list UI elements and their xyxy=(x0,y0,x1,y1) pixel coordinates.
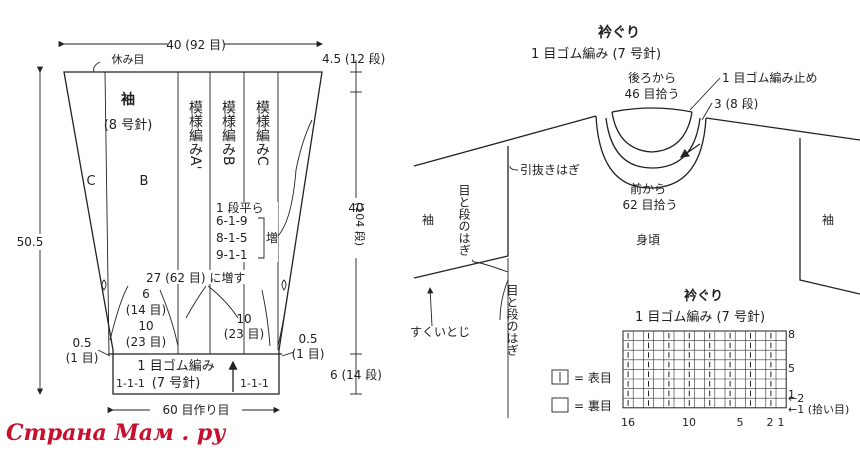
sleeve-height-mid: 40 xyxy=(348,201,363,215)
sleeve-title: 袖 xyxy=(121,91,135,108)
neck-top xyxy=(611,107,693,113)
right-sleeve-seam xyxy=(799,138,860,295)
left-sleeve-seam xyxy=(413,146,509,279)
shaping-row-2: 8-1-5 xyxy=(216,231,248,245)
left-6: 6 xyxy=(142,287,150,301)
edge-right-05: 0.5 xyxy=(298,332,317,346)
col-label-5: 5 xyxy=(737,416,744,429)
cuff-rib: 1 目ゴム編み xyxy=(137,358,214,374)
bind-off-leader xyxy=(689,77,721,111)
column-c-label: C xyxy=(86,174,95,189)
increase-total: 27 (62 目) に増す xyxy=(146,271,245,285)
edge-left-1: (1 目) xyxy=(66,351,99,365)
pattern-b-label: 模様編みB xyxy=(220,100,236,166)
front-pick: 62 目拾う xyxy=(622,197,677,212)
row-label-1: 1 xyxy=(788,388,795,401)
cast-on-label: 60 目作り目 xyxy=(162,403,229,417)
right-23: (23 目) xyxy=(224,327,264,341)
neck-rib: 1 目ゴム編み (7 号針) xyxy=(531,46,661,62)
edge-left-05: 0.5 xyxy=(72,336,91,350)
row-label-5: 5 xyxy=(788,362,795,375)
legend-knit: = 表目 xyxy=(574,371,612,385)
front-from: 前から xyxy=(630,181,666,196)
shaping-head: 1 段平ら xyxy=(216,200,263,215)
seam-mark-left xyxy=(101,279,107,291)
col-label-16: 16 xyxy=(621,416,635,429)
sleeve-height-mid-rows: (104 段) xyxy=(353,202,367,246)
sleeve-outline xyxy=(63,71,323,395)
neck-inner xyxy=(611,111,693,153)
sleeve-rows-top: 4.5 (12 段) xyxy=(322,51,385,66)
rib-chart: 衿ぐり 1 目ゴム編み (7 号針) 8 5 1 ←2 ←1 (拾い目) 16 … xyxy=(551,288,849,429)
legend-knit-box xyxy=(551,369,569,385)
sleeve-needle: (8 号針) xyxy=(104,118,153,133)
col-label-1: 1 xyxy=(778,416,785,429)
underarm-seam: すくいとじ xyxy=(410,325,470,339)
chart-title: 衿ぐり xyxy=(684,288,723,304)
back-from: 後ろから xyxy=(628,71,676,85)
back-pick: 46 目拾う xyxy=(624,86,679,101)
col-label-10: 10 xyxy=(682,416,696,429)
chart-grid xyxy=(622,330,787,409)
col-label-2: 2 xyxy=(767,416,774,429)
chart-subtitle: 1 目ゴム編み (7 号針) xyxy=(635,309,765,325)
cuff-mark-right: 1-1-1 xyxy=(240,377,269,390)
shoulder-line xyxy=(413,115,860,167)
shaping-row-3: 9-1-1 xyxy=(216,248,248,262)
increase-label: 増 xyxy=(266,231,278,245)
pattern-c-label: 模様編みC xyxy=(254,100,270,166)
neck-direction-arrow xyxy=(679,143,701,158)
legend-purl: = 裏目 xyxy=(574,398,612,413)
cuff-mark-left: 1-1-1 xyxy=(116,377,145,390)
sleeve-right-label: 袖 xyxy=(822,212,834,227)
neck-outer xyxy=(595,115,707,189)
neck-mid xyxy=(605,117,701,169)
row-arrow-1: ←1 (拾い目) xyxy=(788,402,849,416)
sleeve-height-total: 50.5 xyxy=(17,235,44,249)
shaping-row-1: 6-1-9 xyxy=(216,214,248,228)
join-top: 目と段のはぎ xyxy=(457,184,471,256)
join-bottom: 目と段のはぎ xyxy=(505,284,519,356)
rib-height: 3 (8 段) xyxy=(714,96,758,111)
column-b-label: B xyxy=(140,174,149,189)
sleeve-left-label: 袖 xyxy=(422,212,434,227)
cuff-needle: (7 号針) xyxy=(152,376,201,391)
neck-title: 衿ぐり xyxy=(598,24,640,41)
right-10: 10 xyxy=(236,312,251,326)
pattern-a-label: 模様編みA' xyxy=(187,100,203,169)
rib-bind-off: 1 目ゴム編み止め xyxy=(722,70,817,85)
neck-diagram: 衿ぐり 1 目ゴム編み (7 号針) 後ろから 46 目拾う 1 目ゴム編み止め… xyxy=(410,24,860,418)
body-label: 身頃 xyxy=(636,232,660,247)
sleeve-width-top: 40 (92 目) xyxy=(166,38,226,52)
cuff-rows: 6 (14 段) xyxy=(330,367,382,382)
seam-mark-right xyxy=(281,279,287,291)
rest-stitches-label: 休み目 xyxy=(112,53,145,66)
slip-seam: 引抜きはぎ xyxy=(520,163,580,177)
row-arrow-2: ←2 xyxy=(788,392,804,405)
edge-right-1: (1 目) xyxy=(292,347,325,361)
sleeve-diagram: 40 (92 目) 休み目 4.5 (12 段) 50.5 40 (104 段)… xyxy=(16,36,385,418)
left-14: (14 目) xyxy=(126,303,166,317)
left-10: 10 xyxy=(138,319,153,333)
row-label-8: 8 xyxy=(788,328,795,341)
legend-purl-box xyxy=(551,397,569,413)
watermark: Страна Мам . ру xyxy=(6,420,227,446)
left-23: (23 目) xyxy=(126,335,166,349)
